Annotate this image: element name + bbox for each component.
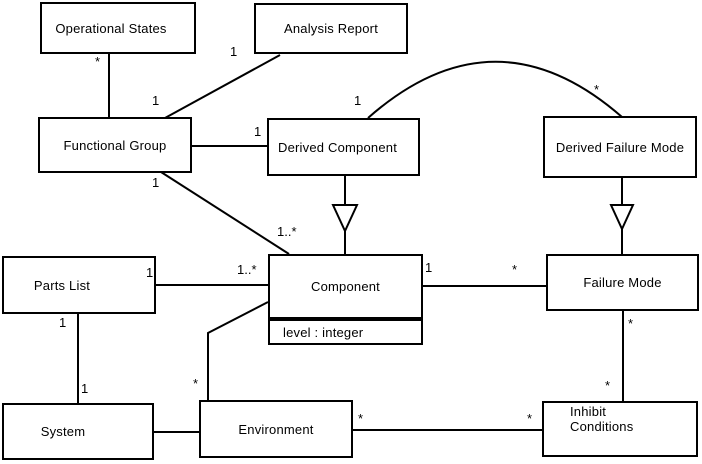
class-label: Parts List	[33, 277, 91, 293]
class-derived-failure-mode: Derived Failure Mode	[543, 116, 697, 178]
class-analysis-report: Analysis Report	[254, 3, 408, 54]
multiplicity-label: *	[193, 376, 199, 391]
attribute-label: level : integer	[283, 324, 364, 340]
class-derived-component: Derived Component	[267, 118, 420, 176]
class-label: Environment	[238, 421, 314, 437]
multiplicity-label: 1	[425, 260, 433, 275]
arc-derived-component-derived-failure-mode	[367, 60, 623, 119]
multiplicity-label: *	[358, 411, 364, 426]
line-analysis-report-functional-group	[164, 54, 281, 119]
class-functional-group: Functional Group	[38, 117, 192, 173]
class-label: Derived Component	[277, 139, 398, 155]
class-label: Derived Failure Mode	[555, 139, 685, 155]
class-label-line1: Inhibit	[570, 404, 607, 419]
class-label: Analysis Report	[283, 21, 379, 36]
multiplicity-label: *	[628, 316, 634, 331]
multiplicity-label: 1..*	[277, 224, 297, 239]
class-parts-list: Parts List	[2, 256, 156, 314]
class-attribute-compartment: level : integer	[270, 321, 421, 343]
multiplicity-label: 1	[152, 93, 160, 108]
multiplicity-label: 1	[354, 93, 362, 108]
class-component: Component level : integer	[268, 254, 423, 345]
multiplicity-label: 1	[81, 381, 89, 396]
generalization-triangle-icon	[331, 204, 359, 234]
class-name-compartment: Component	[270, 256, 421, 321]
class-label-line2: Conditions	[570, 419, 634, 434]
multiplicity-label: *	[605, 378, 611, 393]
class-environment: Environment	[199, 400, 353, 458]
class-label: Component	[310, 279, 380, 294]
multiplicity-label: *	[95, 54, 101, 69]
class-system: System	[2, 403, 154, 460]
line-functional-group-component	[160, 171, 290, 255]
class-label: Functional Group	[63, 137, 167, 153]
multiplicity-label: 1	[152, 175, 160, 190]
line-component-environment	[207, 301, 269, 400]
generalization-triangle-icon	[609, 204, 635, 232]
class-inhibit-conditions: Inhibit Conditions	[542, 401, 698, 457]
class-failure-mode: Failure Mode	[546, 254, 699, 311]
multiplicity-label: 1	[230, 44, 238, 59]
multiplicity-label: *	[527, 411, 533, 426]
multiplicity-label: 1	[146, 265, 154, 280]
multiplicity-label: *	[512, 262, 518, 277]
class-operational-states: Operational States	[40, 2, 196, 54]
multiplicity-label: 1..*	[237, 262, 257, 277]
class-label: Failure Mode	[583, 275, 662, 290]
class-label: System	[40, 424, 86, 439]
class-label: Operational States	[55, 20, 167, 36]
multiplicity-label: 1	[59, 315, 67, 330]
multiplicity-label: *	[594, 82, 600, 97]
multiplicity-label: 1	[254, 124, 262, 139]
